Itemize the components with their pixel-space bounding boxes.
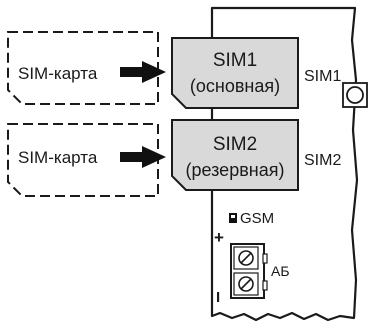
battery-label: АБ <box>271 263 290 279</box>
sim1-slot-card <box>171 37 299 109</box>
insert-arrow-1 <box>120 61 166 83</box>
sim-card-outline-1 <box>7 31 159 105</box>
gsm-label: GSM <box>240 210 274 227</box>
battery-minus-sign: I <box>216 289 220 306</box>
sim-card-label-1: SIM-карта <box>18 64 98 83</box>
battery-plus-sign: + <box>214 228 224 247</box>
sim2-slot-card <box>171 119 299 191</box>
sim-card-label-2: SIM-карта <box>18 148 98 167</box>
sim1-slot-subtitle: (основная) <box>190 76 280 96</box>
sim1-board-label: SIM1 <box>304 68 341 85</box>
sim2-slot-title: SIM2 <box>213 134 257 155</box>
sim2-board-label: SIM2 <box>304 152 341 169</box>
sim1-button-icon <box>346 86 364 104</box>
sim-card-outline-2 <box>7 123 159 197</box>
insert-arrow-2 <box>120 146 166 168</box>
sim1-slot-title: SIM1 <box>213 50 257 71</box>
sim2-slot-subtitle: (резервная) <box>186 160 285 180</box>
